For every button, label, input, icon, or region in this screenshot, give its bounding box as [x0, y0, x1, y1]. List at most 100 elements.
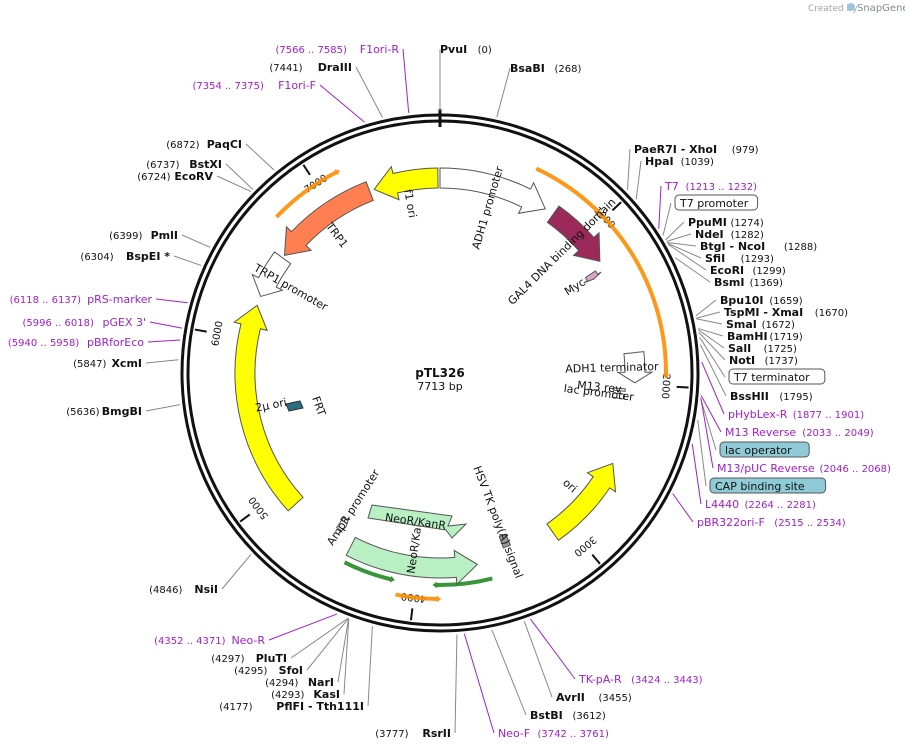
primer-neo-r[interactable]: Neo-R(4352 .. 4371) — [154, 634, 265, 647]
tick-4000 — [409, 608, 414, 621]
site-smai[interactable]: SmaI(1672) — [726, 318, 795, 331]
label-pos-sali: (1725) — [764, 344, 797, 355]
site-nsii[interactable]: NsiI(4846) — [149, 583, 218, 596]
feature-tag-t7-promoter[interactable]: T7 promoter — [674, 194, 759, 211]
primer-pbrforeco[interactable]: pBRforEco(5940 .. 5958) — [8, 336, 144, 349]
leader-pflfi-tth111i — [367, 626, 373, 707]
primer-m13-puc-reverse[interactable]: M13/pUC Reverse(2046 .. 2068) — [717, 462, 891, 475]
feature-m13-rev[interactable]: M13 rev — [577, 379, 626, 396]
label-name-bspei: BspEI * — [126, 250, 170, 263]
label-pos-bmgbi: (5636) — [66, 407, 99, 418]
site-paqci[interactable]: PaqCI(6872) — [166, 138, 242, 151]
label-name-sfoi: SfoI — [279, 664, 303, 677]
site-pflfi-tth111i[interactable]: PflFI - Tth111I(4177) — [219, 700, 364, 713]
site-ndei[interactable]: NdeI(1282) — [695, 228, 764, 241]
primer-pgex-3[interactable]: pGEX 3'(5996 .. 6018) — [22, 316, 146, 329]
site-nari[interactable]: NarI(4294) — [265, 676, 334, 689]
leader-m13-puc-reverse — [700, 398, 714, 469]
site-bpu10i[interactable]: Bpu10I(1659) — [720, 294, 803, 307]
label-pos-btgi-ncoi: (1288) — [784, 242, 817, 253]
leader-phyblex-r — [701, 361, 725, 415]
primer-f1ori-r[interactable]: F1ori-R(7566 .. 7585) — [275, 43, 399, 56]
site-bsabi[interactable]: BsaBI(268) — [510, 62, 581, 75]
label-pos-ppumi: (1274) — [731, 218, 764, 229]
feature-adh1-terminator[interactable]: ADH1 terminator — [565, 351, 659, 384]
site-btgi-ncoi[interactable]: BtgI - NcoI(1288) — [700, 240, 817, 253]
site-kasi[interactable]: KasI(4293) — [271, 688, 340, 701]
leader-tk-pa-r — [530, 618, 576, 680]
site-paer7i-xhoi[interactable]: PaeR7I - XhoI(979) — [634, 143, 759, 156]
feature-f1-ori[interactable]: f1 ori — [373, 165, 439, 219]
primer-pbr322ori-f[interactable]: pBR322ori-F(2515 .. 2534) — [697, 516, 846, 529]
label-pos-prs-marker: (6118 .. 6137) — [10, 295, 82, 306]
site-bstbi[interactable]: BstBI(3612) — [530, 709, 606, 722]
feature-frt[interactable]: FRT — [285, 395, 328, 418]
site-xcmi[interactable]: XcmI(5847) — [73, 357, 142, 370]
site-bsshii[interactable]: BssHII(1795) — [730, 390, 813, 403]
label-name-pluti: PluTI — [256, 652, 287, 665]
feature-2-ori[interactable]: 2µ ori — [233, 304, 304, 512]
feature-shape-trp1-promoter — [251, 251, 292, 298]
label-pos-bsmi: (1369) — [750, 278, 783, 289]
primer-m13-reverse[interactable]: M13 Reverse(2033 .. 2049) — [725, 426, 874, 439]
feature-myc[interactable]: Myc — [562, 270, 602, 298]
primer-f1ori-f[interactable]: F1ori-F(7354 .. 7375) — [192, 79, 316, 92]
site-sfii[interactable]: SfiI(1293) — [705, 252, 774, 265]
label-name-f1ori-f: F1ori-F — [278, 79, 316, 92]
site-rsrii[interactable]: RsrII(3777) — [375, 727, 451, 740]
label-pos-sfii: (1293) — [741, 254, 774, 265]
site-ppumi[interactable]: PpuMI(1274) — [688, 216, 764, 229]
primer-neo-f[interactable]: Neo-F(3742 .. 3761) — [498, 727, 609, 740]
feature-trp1-promoter[interactable]: TRP1 promoter — [251, 251, 330, 314]
primer-phyblex-r[interactable]: pHybLex-R(1877 .. 1901) — [728, 408, 864, 421]
leader-l4440 — [691, 443, 702, 505]
site-avrii[interactable]: AvrII(3455) — [556, 691, 632, 704]
feature-tag-lac-operator[interactable]: lac operator — [719, 441, 810, 458]
site-bamhi[interactable]: BamHI(1719) — [727, 330, 803, 343]
site-pluti[interactable]: PluTI(4297) — [211, 652, 287, 665]
site-noti[interactable]: NotI(1737) — [729, 354, 798, 367]
site-hpai[interactable]: HpaI(1039) — [645, 155, 714, 168]
leader-draiii — [355, 66, 383, 118]
site-draiii[interactable]: DraIII(7441) — [269, 61, 352, 74]
label-name-kasi: KasI — [313, 688, 340, 701]
leader-ndei — [666, 233, 692, 242]
feature-shape-ori — [546, 462, 617, 541]
site-sali[interactable]: SalI(1725) — [728, 342, 797, 355]
primer-arcs — [275, 166, 670, 603]
site-sfoi[interactable]: SfoI(4295) — [234, 664, 303, 677]
site-ecorv[interactable]: EcoRV(6724) — [137, 170, 213, 183]
site-bspei[interactable]: BspEI *(6304) — [80, 250, 170, 263]
primer-prs-marker[interactable]: pRS-marker(6118 .. 6137) — [10, 293, 153, 306]
site-bsmi[interactable]: BsmI(1369) — [714, 276, 783, 289]
primer-t7[interactable]: T7(1213 .. 1232) — [664, 180, 757, 193]
feature-hsv-tk-poly-a-signal[interactable]: HSV TK poly(A) signal — [471, 464, 526, 580]
feature-ori[interactable]: ori — [546, 462, 617, 541]
site-bmgbi[interactable]: BmgBI(5636) — [66, 405, 142, 418]
leader-smai — [696, 318, 723, 325]
leader-lac-operator — [700, 398, 717, 451]
feature-tag-t7-terminator[interactable]: T7 terminator — [728, 368, 826, 385]
site-pvui[interactable]: PvuI(0) — [440, 43, 492, 56]
feature-label-m13-rev: M13 rev — [577, 379, 623, 396]
primer-tk-pa-r[interactable]: TK-pA-R(3424 .. 3443) — [578, 673, 703, 686]
leader-bspei — [173, 255, 202, 266]
feature-shape-inner-neor-kanr — [367, 504, 468, 539]
feature-tag-cap-binding-site[interactable]: CAP binding site — [709, 477, 827, 494]
primer-l4440[interactable]: L4440(2264 .. 2281) — [705, 498, 816, 511]
site-bstxi[interactable]: BstXI(6737) — [146, 158, 222, 171]
tag-label-t7-terminator: T7 terminator — [733, 371, 810, 384]
site-ecori[interactable]: EcoRI(1299) — [710, 264, 786, 277]
leader-bpu10i — [695, 299, 717, 317]
feature-trp1[interactable]: TRP1 — [283, 181, 374, 256]
label-name-tspmi-xmai: TspMI - XmaI — [724, 306, 803, 319]
credit-brand: SnapGene — [857, 3, 905, 14]
leader-xcmi — [145, 359, 179, 364]
feature-adh1-promoter[interactable]: ADH1 promoter — [439, 164, 546, 251]
leader-avrii — [523, 620, 553, 698]
label-pos-m13-reverse: (2033 .. 2049) — [802, 428, 874, 439]
site-pmli[interactable]: PmlI(6399) — [109, 229, 178, 242]
site-tspmi-xmai[interactable]: TspMI - XmaI(1670) — [724, 306, 848, 319]
